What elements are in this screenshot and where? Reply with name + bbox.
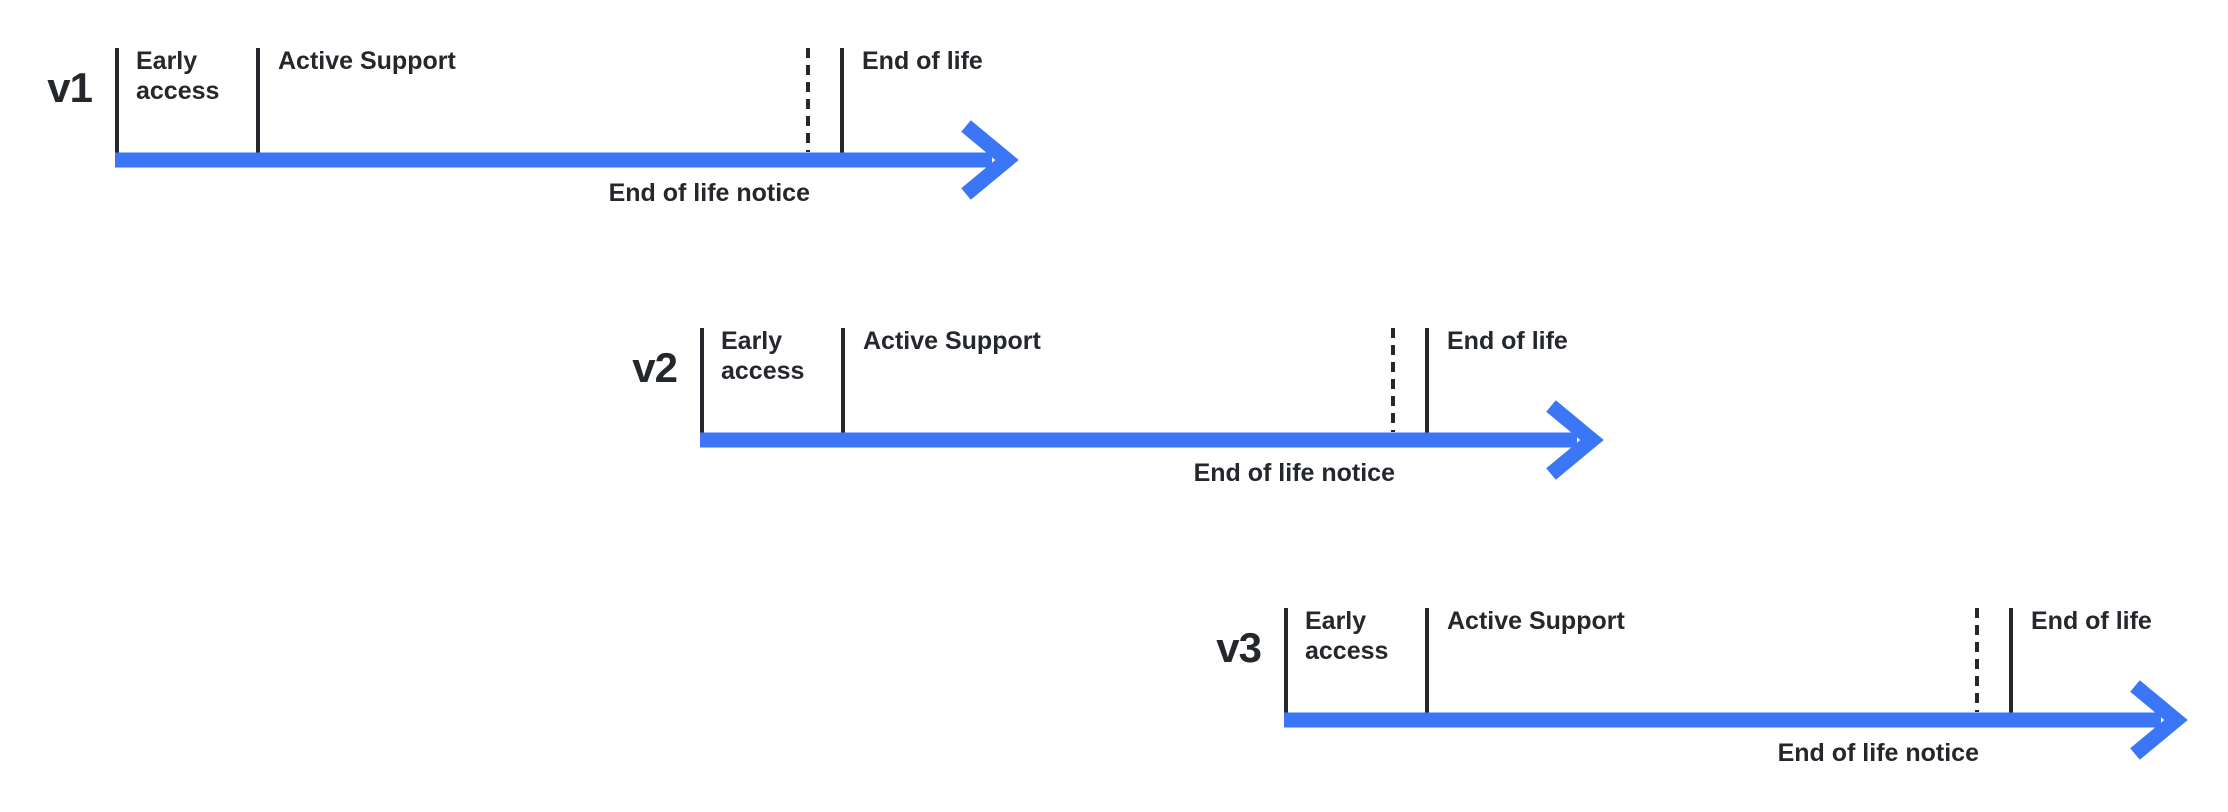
timeline-arrow (115, 120, 1019, 200)
end-of-life-tick (2009, 608, 2013, 713)
early-access-label: Early access (1305, 607, 1389, 665)
end-of-life-tick (1425, 328, 1429, 433)
active-support-start-tick (256, 48, 260, 153)
active-support-label: Active Support (278, 47, 456, 75)
active-support-start-tick (1425, 608, 1429, 713)
end-of-life-tick (840, 48, 844, 153)
timeline-arrow (700, 400, 1604, 480)
version-label: v3 (1216, 624, 1262, 671)
end-of-life-label: End of life (862, 47, 983, 75)
end-of-life-notice-label: End of life notice (608, 179, 810, 207)
active-support-label: Active Support (863, 327, 1041, 355)
active-support-label: Active Support (1447, 607, 1625, 635)
version-label: v1 (47, 64, 93, 111)
end-of-life-notice-label: End of life notice (1777, 739, 1979, 767)
timeline-row-v3: v3 Early access Active Support End of li… (1169, 560, 2228, 812)
active-support-start-tick (841, 328, 845, 433)
eol-notice-dashed-tick (1391, 328, 1395, 432)
end-of-life-label: End of life (1447, 327, 1568, 355)
timeline-row-v2: v2 Early access Active Support End of li… (585, 280, 1645, 532)
version-label: v2 (632, 344, 678, 391)
early-access-label: Early access (721, 327, 805, 385)
timeline-row-v1: v1 Early access Active Support End of li… (0, 0, 1060, 252)
early-access-start-tick (1284, 608, 1288, 713)
eol-notice-dashed-tick (806, 48, 810, 152)
end-of-life-label: End of life (2031, 607, 2152, 635)
early-access-label: Early access (136, 47, 220, 105)
early-access-start-tick (115, 48, 119, 153)
early-access-start-tick (700, 328, 704, 433)
eol-notice-dashed-tick (1975, 608, 1979, 712)
end-of-life-notice-label: End of life notice (1193, 459, 1395, 487)
timeline-arrow (1284, 680, 2188, 760)
